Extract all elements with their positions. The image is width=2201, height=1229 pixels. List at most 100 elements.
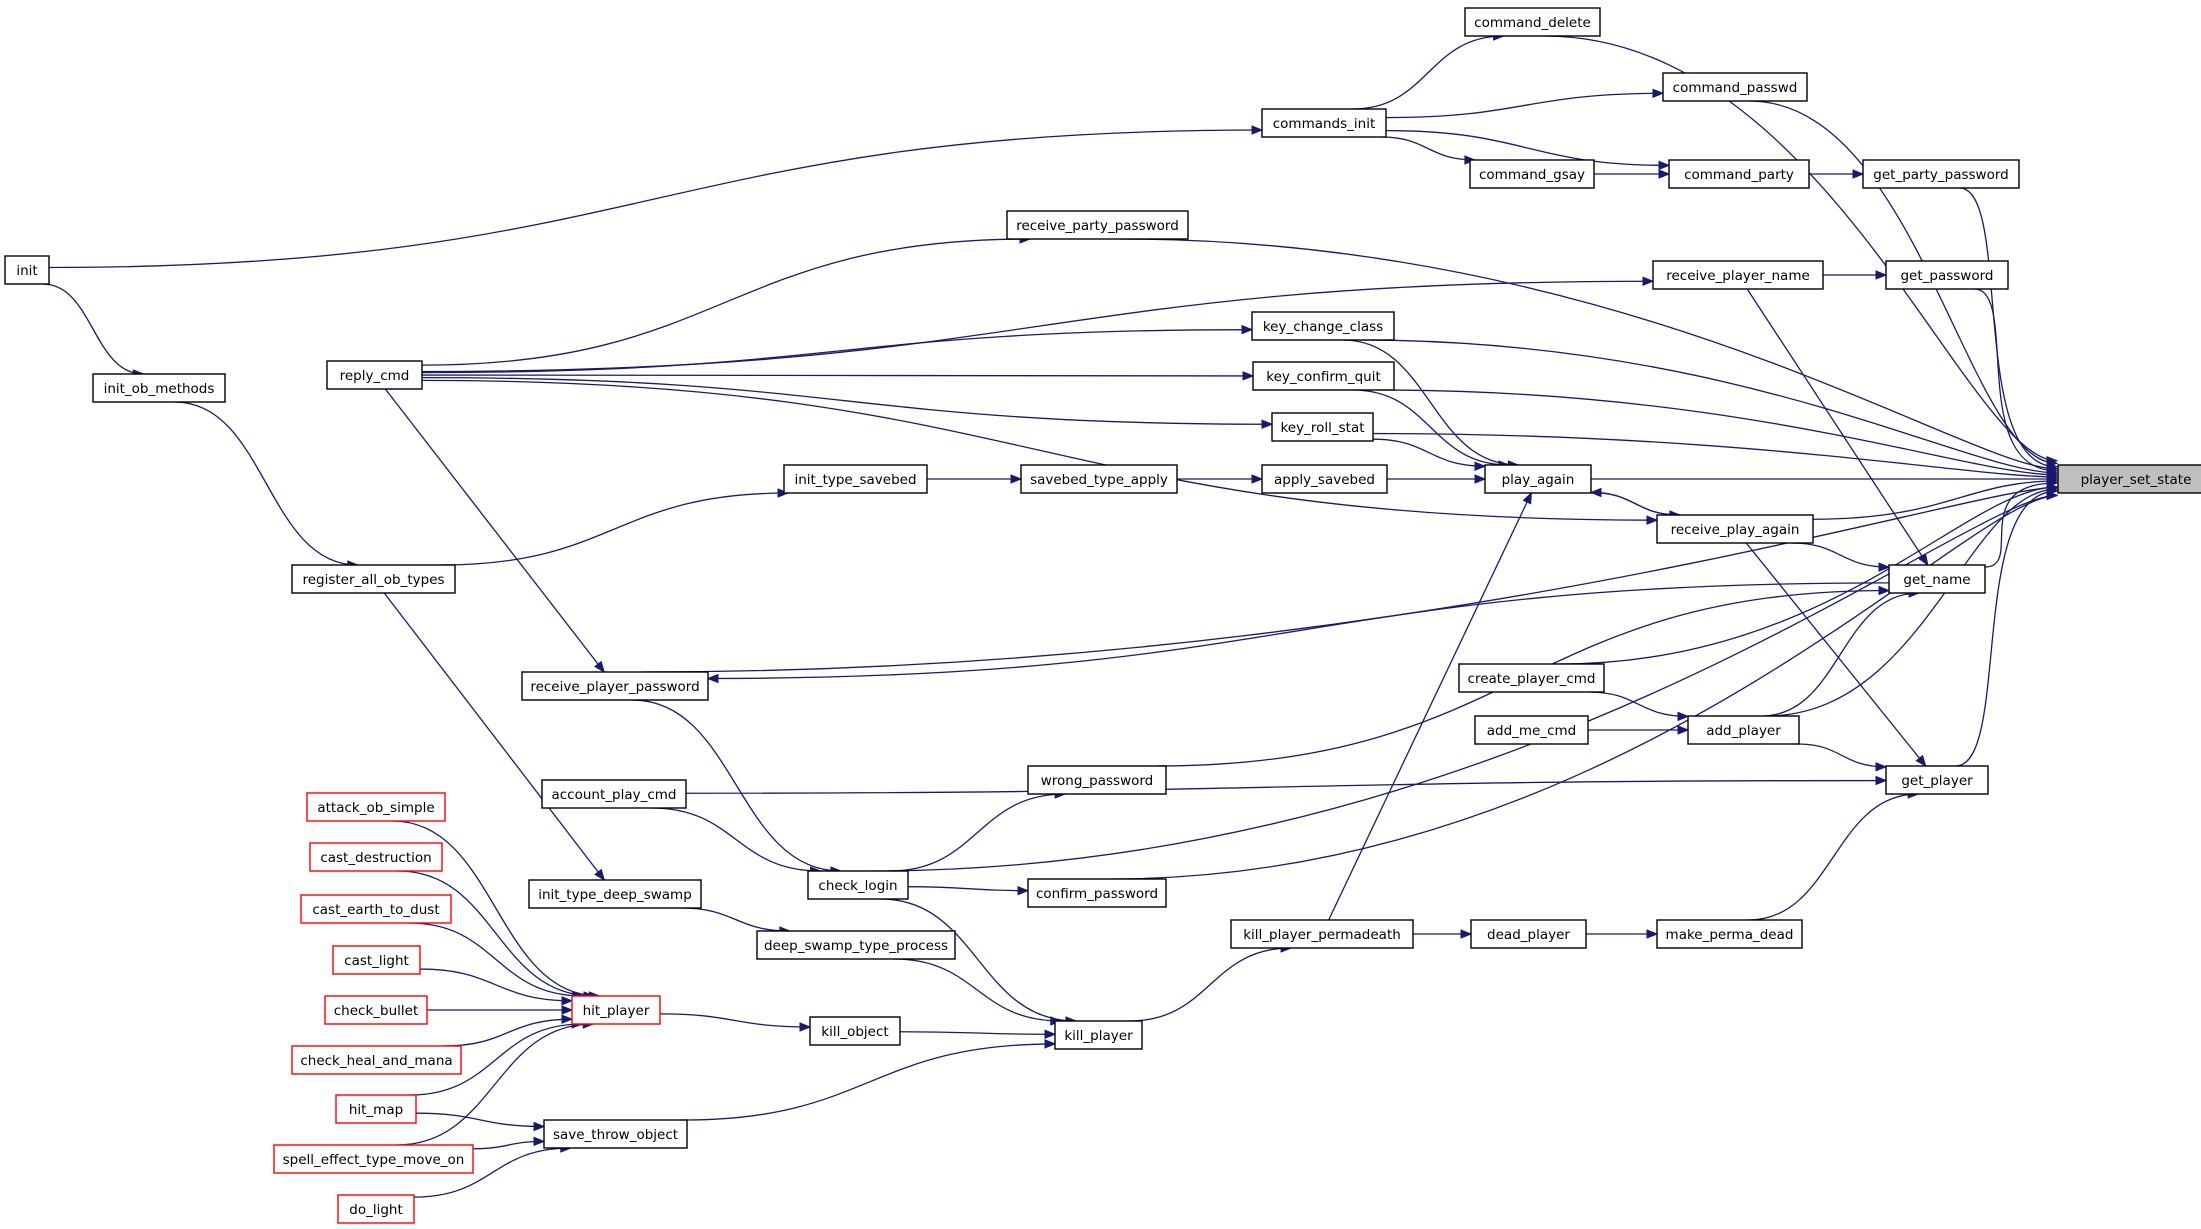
arrowhead [1918,553,1929,567]
arrowhead [1875,270,1888,280]
node-label: spell_effect_type_move_on [283,1152,465,1168]
node-attack-ob-simple[interactable]: attack_ob_simple [306,792,446,822]
node-cast-earth-to-dust[interactable]: cast_earth_to_dust [300,894,452,924]
edge-line [1984,482,2058,568]
arrowhead [1646,929,1659,939]
node-box [1251,311,1395,341]
node-box [809,1016,901,1046]
node-box [1885,765,1989,795]
node-save-throw-object[interactable]: save_throw_object [543,1119,688,1149]
node-add-player[interactable]: add_player [1687,715,1800,745]
node-command-party[interactable]: command_party [1668,159,1810,189]
node-play-again[interactable]: play_again [1484,464,1592,494]
node-get-name[interactable]: get_name [1888,564,1986,594]
node-label: attack_ob_simple [317,800,434,816]
node-label: check_heal_and_mana [300,1053,452,1069]
edge-line [383,592,605,881]
node-check-login[interactable]: check_login [807,870,909,900]
edge-line [681,907,790,932]
node-get-party-password[interactable]: get_party_password [1862,159,2020,189]
node-init-type-savebed[interactable]: init_type_savebed [783,464,928,494]
node-dead-player[interactable]: dead_player [1470,919,1587,949]
node-key-confirm-quit[interactable]: key_confirm_quit [1252,361,1395,391]
node-get-password[interactable]: get_password [1885,260,2009,290]
node-check-heal-and-mana[interactable]: check_heal_and_mana [291,1045,462,1075]
node-deep-swamp-type-process[interactable]: deep_swamp_type_process [756,930,956,960]
node-label: play_again [1502,472,1575,488]
edge-line [1119,238,2058,470]
node-player-set-state[interactable]: player_set_state [2057,464,2201,494]
node-key-change-class[interactable]: key_change_class [1251,311,1395,341]
edge-line [1748,793,1919,921]
node-init[interactable]: init [4,255,50,285]
edge-line [1812,480,2058,520]
node-init-ob-methods[interactable]: init_ob_methods [92,373,226,403]
node-receive-play-again[interactable]: receive_play_again [1656,514,1814,544]
edge-play-again-to-player-set-state [1591,474,2059,484]
node-kill-player[interactable]: kill_player [1054,1020,1143,1050]
edge-confirm-password-to-player-set-state [1110,490,2059,880]
node-box [2057,464,2201,494]
node-hit-map[interactable]: hit_map [335,1094,417,1124]
node-receive-party-password[interactable]: receive_party_password [1006,210,1189,240]
node-cast-light[interactable]: cast_light [332,945,421,975]
node-box [1652,260,1824,290]
arrowhead [1242,371,1255,381]
arrowhead [1522,491,1532,505]
node-add-me-cmd[interactable]: add_me_cmd [1474,715,1589,745]
node-savebed-type-apply[interactable]: savebed_type_apply [1020,464,1178,494]
node-box [309,842,443,872]
node-account-play-cmd[interactable]: account_play_cmd [541,779,687,809]
node-label: do_light [349,1202,403,1218]
edge-hit-player-to-kill-object [659,1013,812,1032]
edge-line [1129,947,1292,1022]
node-key-roll-stat[interactable]: key_roll_stat [1271,412,1374,442]
node-command-gsay[interactable]: command_gsay [1469,159,1595,189]
node-apply-savebed[interactable]: apply_savebed [1261,464,1388,494]
edge-line [421,280,1654,373]
node-do-light[interactable]: do_light [337,1194,415,1224]
edge-get-password-to-player-set-state [1974,288,2059,476]
edge-reply-cmd-to-receive-play-again [421,379,1659,525]
node-check-bullet[interactable]: check_bullet [324,995,428,1025]
node-label: command_party [1684,167,1794,183]
edge-line [472,1140,545,1150]
node-label: key_change_class [1263,319,1383,335]
edge-line [1761,592,1920,717]
node-init-type-deep-swamp[interactable]: init_type_deep_swamp [528,879,702,909]
node-kill-player-permadeath[interactable]: kill_player_permadeath [1230,919,1414,949]
node-box [1027,878,1167,908]
node-receive-player-name[interactable]: receive_player_name [1652,260,1824,290]
node-box [807,870,909,900]
edge-line [409,1023,583,1096]
arrowhead [594,868,606,882]
edge-line [880,898,1077,1022]
node-hit-player[interactable]: hit_player [571,995,661,1025]
edge-reply-cmd-to-receive-player-name [421,276,1655,373]
node-confirm-password[interactable]: confirm_password [1027,878,1167,908]
node-command-delete[interactable]: command_delete [1464,7,1601,37]
arrowhead [594,660,605,674]
edge-register-all-ob-types-to-init-type-deep-swamp [383,592,606,882]
node-get-player[interactable]: get_player [1885,765,1989,795]
edge-command-party-to-get-party-password [1809,169,1865,179]
edge-line [421,374,1254,377]
edge-line [397,870,595,997]
node-create-player-cmd[interactable]: create_player_cmd [1458,663,1605,693]
node-reply-cmd[interactable]: reply_cmd [326,360,423,390]
node-label: deep_swamp_type_process [764,938,948,954]
edge-line [889,793,1066,872]
node-cast-destruction[interactable]: cast_destruction [309,842,443,872]
node-box [1474,715,1589,745]
node-kill-object[interactable]: kill_object [809,1016,901,1046]
node-wrong-password[interactable]: wrong_password [1027,765,1167,795]
arrowhead [1241,324,1254,335]
node-register-all-ob-types[interactable]: register_all_ob_types [291,564,456,594]
node-make-perma-dead[interactable]: make_perma_dead [1656,919,1803,949]
node-receive-player-password[interactable]: receive_player_password [521,671,709,701]
edge-line [1359,339,2058,474]
edge-key-roll-stat-to-play-again [1372,438,1487,471]
node-command-passwd[interactable]: command_passwd [1662,72,1808,102]
node-spell-effect-type-move-on[interactable]: spell_effect_type_move_on [273,1144,474,1174]
node-commands-init[interactable]: commands_init [1261,108,1387,138]
